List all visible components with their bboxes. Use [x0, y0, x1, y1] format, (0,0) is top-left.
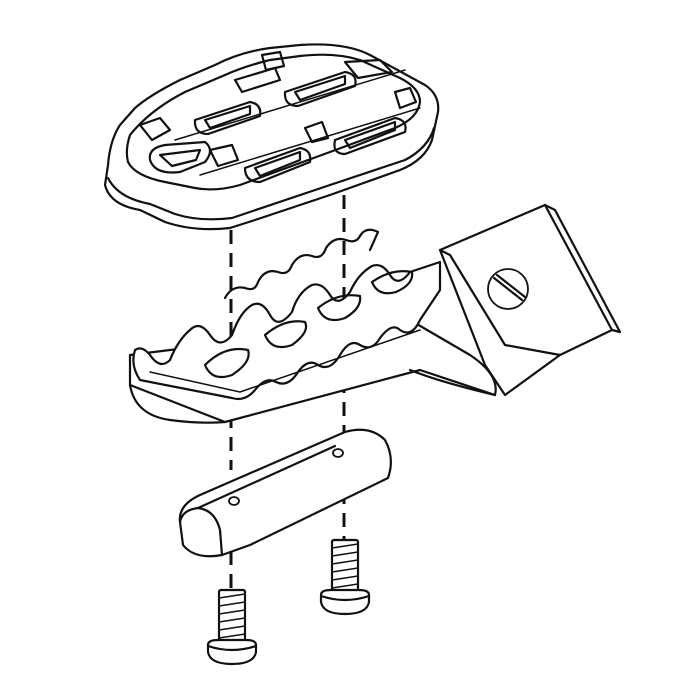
bolt-right: [319, 538, 371, 616]
foot-peg-cover: [103, 43, 440, 231]
bolt-left: [206, 588, 258, 666]
foot-peg-body: [128, 203, 622, 424]
pin-hole-right-icon: [332, 448, 344, 458]
mounting-pin: [178, 428, 392, 558]
pin-hole-left-icon: [228, 496, 240, 506]
